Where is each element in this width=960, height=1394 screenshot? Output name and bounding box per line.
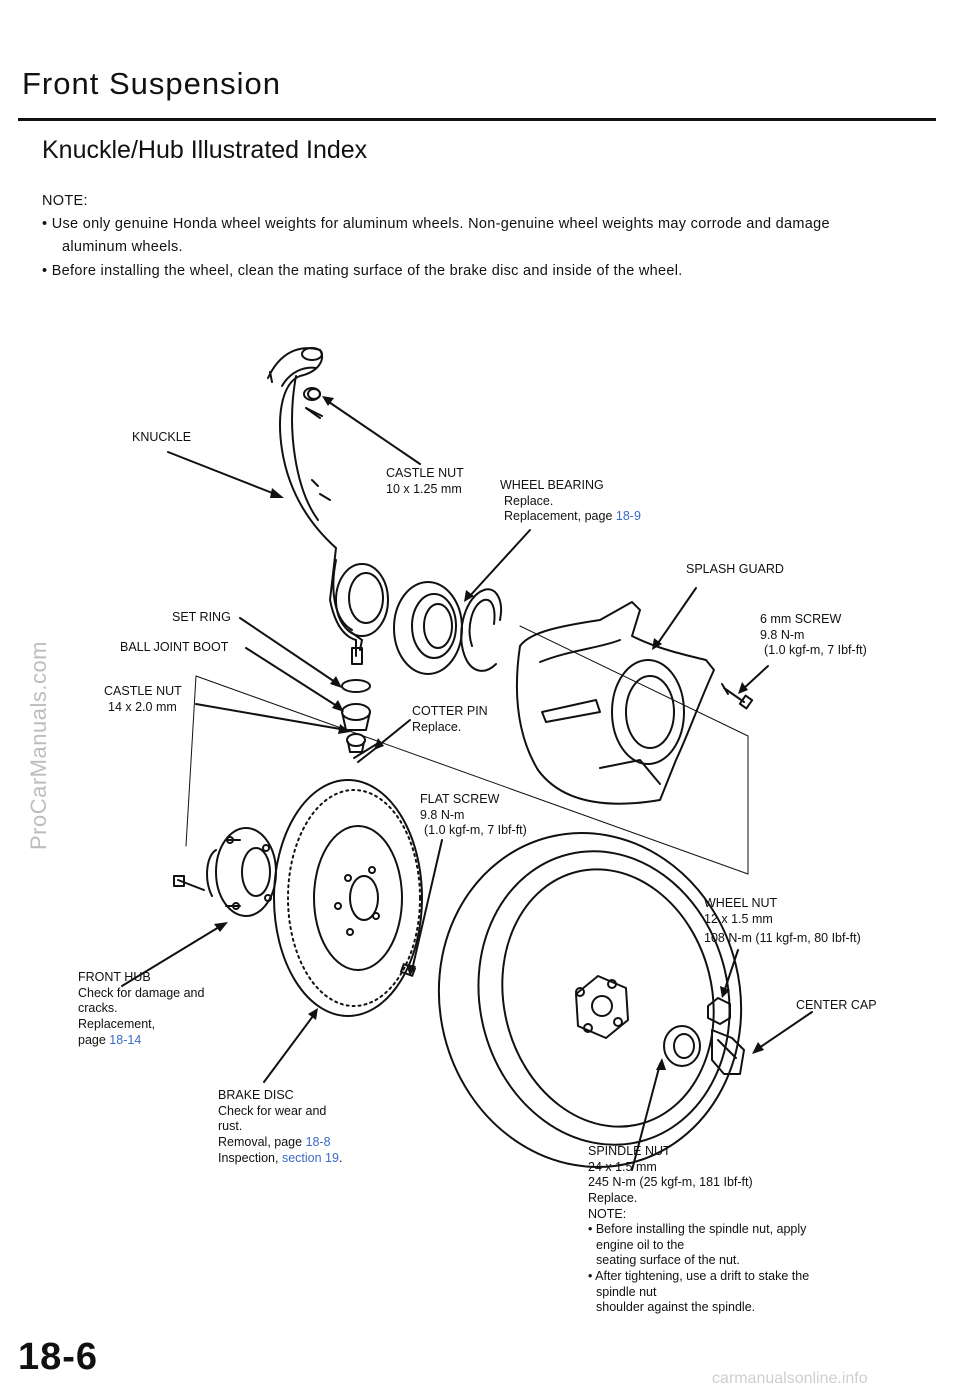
label-center-cap: CENTER CAP	[796, 998, 877, 1012]
label-spindle-nut: SPINDLE NUT 24 x 1.5 mm 245 N-m (25 kgf-…	[588, 1144, 810, 1315]
section-title: Knuckle/Hub Illustrated Index	[42, 136, 368, 164]
label-castle-nut-upper: CASTLE NUT 10 x 1.25 mm	[386, 466, 464, 496]
brake-disc-part	[273, 779, 423, 1017]
note-bullet-1: • Use only genuine Honda wheel weights f…	[42, 216, 830, 233]
label-wheel-bearing: WHEEL BEARING Replace. Replacement, page…	[500, 478, 641, 524]
wheel-bearing-part	[393, 581, 463, 675]
label-knuckle: KNUCKLE	[132, 430, 192, 444]
link-page-18-14[interactable]: 18-14	[109, 1032, 142, 1047]
note-heading: NOTE:	[42, 193, 88, 209]
label-front-hub: FRONT HUB Check for damage and cracks. R…	[78, 970, 205, 1047]
label-set-ring: SET RING	[172, 610, 231, 624]
label-splash-guard: SPLASH GUARD	[686, 562, 784, 576]
splash-guard-part	[515, 601, 715, 805]
page-title: Front Suspension	[22, 66, 281, 101]
nuts-and-cap	[663, 997, 745, 1075]
snap-ring-part	[460, 588, 502, 672]
label-cotter-pin: COTTER PIN Replace.	[412, 704, 488, 734]
label-wheel-nut: WHEEL NUT 12 x 1.5 mm 108 N-m (11 kgf-m,…	[704, 896, 861, 946]
title-rule	[18, 118, 936, 121]
wheel-tire-part	[437, 832, 743, 1168]
link-page-18-9[interactable]: 18-9	[615, 509, 641, 524]
label-brake-disc: BRAKE DISC Check for wear and rust. Remo…	[218, 1088, 343, 1165]
link-page-18-8[interactable]: 18-8	[305, 1134, 331, 1149]
note-bullet-2: • Before installing the wheel, clean the…	[42, 262, 683, 279]
label-6mm-screw: 6 mm SCREW 9.8 N-m (1.0 kgf-m, 7 Ibf-ft)	[760, 612, 867, 658]
watermark-left: ProCarManuals.com	[26, 640, 51, 850]
leader-lines	[121, 399, 813, 1171]
alignment-guides	[185, 625, 749, 875]
watermark-bottom: carmanualsonline.info	[712, 1370, 868, 1387]
note-bullet-1-cont: aluminum wheels.	[62, 239, 183, 256]
label-ball-joint-boot: BALL JOINT BOOT	[120, 640, 229, 654]
page-number: 18-6	[18, 1336, 99, 1378]
screw-6mm-part	[721, 683, 754, 710]
upper-castle-nut	[303, 387, 323, 417]
label-castle-nut-lower: CASTLE NUT 14 x 2.0 mm	[104, 684, 182, 714]
link-section-19[interactable]: section 19	[281, 1150, 339, 1165]
label-flat-screw: FLAT SCREW 9.8 N-m (1.0 kgf-m, 7 Ibf-ft)	[420, 792, 527, 838]
knuckle-part	[267, 347, 389, 665]
note-block: NOTE: • Use only genuine Honda wheel wei…	[42, 190, 922, 283]
arrowheads	[214, 396, 764, 1070]
front-hub-part	[173, 827, 277, 917]
small-parts	[341, 679, 381, 763]
